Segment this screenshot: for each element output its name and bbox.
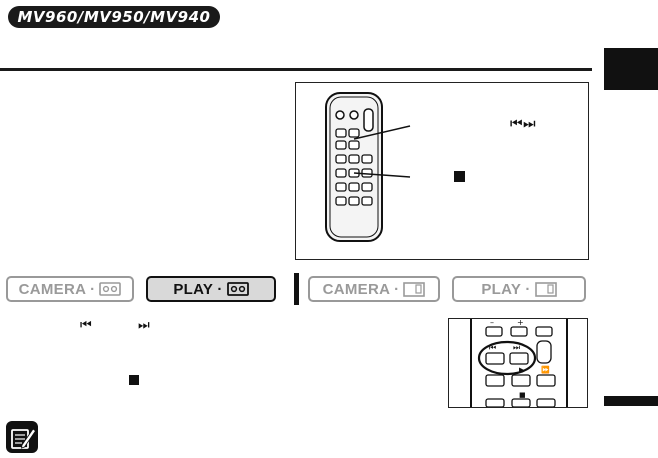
callout-skip-glyph: ⏮ ⏭: [510, 116, 536, 132]
header-rule: [0, 68, 592, 71]
tape-cassette-icon: [226, 282, 249, 296]
skip-forward-glyph: ⏭: [138, 318, 150, 333]
model-badge: MV960/MV950/MV940: [8, 6, 220, 28]
svg-text:■: ■: [519, 391, 526, 399]
mode-camera-tape-label: CAMERA ·: [18, 280, 96, 298]
mode-camera-card-label: CAMERA ·: [322, 280, 400, 298]
svg-text:⏩: ⏩: [541, 365, 550, 374]
button-closeup-figure: – + ⏮ ⏭ ▶ ⏩ ■: [448, 318, 588, 408]
svg-text:–: –: [490, 319, 494, 327]
memory-card-icon: [534, 281, 557, 297]
memory-card-icon: [403, 281, 426, 297]
remote-control-illustration: [325, 92, 465, 242]
mode-play-tape-label: PLAY ·: [173, 280, 223, 298]
mode-play-card: PLAY ·: [452, 276, 586, 302]
section-tab-bottom: [604, 396, 658, 406]
notes-pencil-icon: [6, 421, 38, 453]
mode-play-tape: PLAY ·: [146, 276, 276, 302]
mode-play-card-label: PLAY ·: [481, 280, 531, 298]
section-tab: [604, 48, 658, 90]
mode-camera-tape: CAMERA ·: [6, 276, 134, 302]
svg-text:▶: ▶: [519, 366, 525, 374]
mode-camera-card: CAMERA ·: [308, 276, 440, 302]
skip-back-glyph: ⏮: [80, 318, 92, 333]
remote-figure: ⏮ ⏭: [295, 82, 589, 260]
closeup-illustration: – + ⏮ ⏭ ▶ ⏩ ■: [470, 319, 568, 407]
tape-cassette-icon: [99, 282, 122, 296]
svg-text:+: +: [517, 319, 524, 327]
mode-separator: [294, 273, 299, 305]
svg-text:⏮: ⏮: [489, 343, 496, 352]
stop-icon: [129, 375, 139, 385]
svg-text:⏭: ⏭: [513, 343, 520, 352]
